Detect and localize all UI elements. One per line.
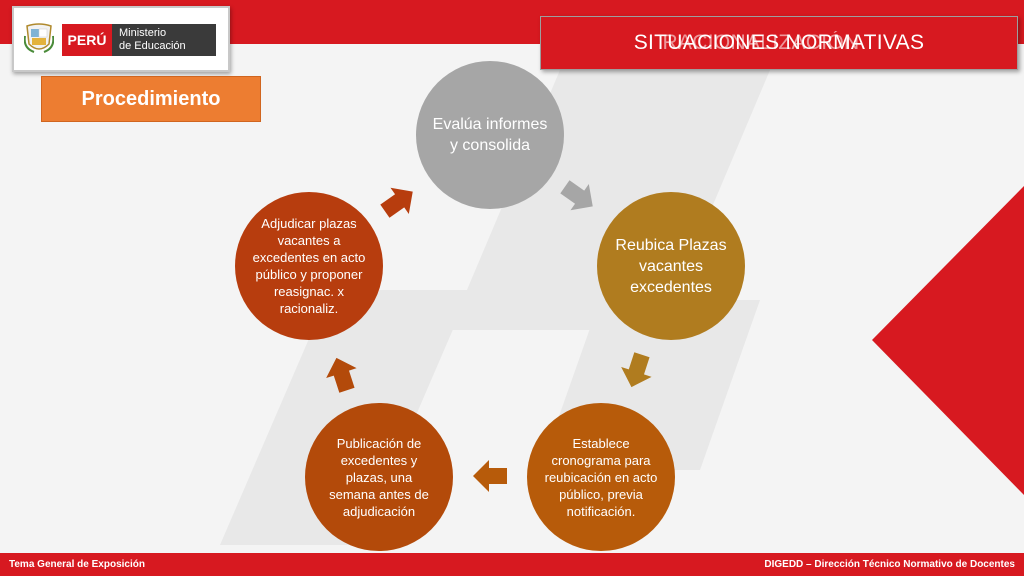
cycle-node-5: Adjudicar plazas vacantes a excedentes e… xyxy=(235,192,383,340)
title-overlap-text: RACIONALIZACIÓN xyxy=(662,31,860,54)
ministry-line-2: de Educación xyxy=(119,40,186,52)
title-text: SITUACIONES NORMATIVAS xyxy=(633,31,925,54)
cycle-node-2: Reubica Plazas vacantes excedentes xyxy=(597,192,745,340)
cycle-node-1-text: Evalúa informes y consolida xyxy=(432,116,548,154)
arrow-2-to-3 xyxy=(621,352,652,388)
arrow-5-to-1 xyxy=(380,187,413,218)
slide-title: SITUACIONES NORMATIVAS RACIONALIZACIÓN xyxy=(540,16,1018,70)
section-label: Procedimiento xyxy=(41,76,261,122)
arrow-3-to-4 xyxy=(473,460,507,492)
arrow-1-to-2 xyxy=(560,180,593,211)
cycle-node-2-text: Reubica Plazas vacantes excedentes xyxy=(615,236,727,296)
ministry-logo: PERÚ Ministerio de Educación xyxy=(12,6,230,72)
cycle-node-3: Establece cronograma para reubicación en… xyxy=(527,403,675,551)
coat-of-arms-icon xyxy=(24,23,54,53)
cycle-node-4: Publicación de excedentes y plazas, una … xyxy=(305,403,453,551)
cycle-node-3-text: Establece cronograma para reubicación en… xyxy=(544,435,658,519)
cycle-node-1: Evalúa informes y consolida xyxy=(416,61,564,209)
footer-right-text: DIGEDD – Dirección Técnico Normativo de … xyxy=(764,559,1015,570)
cycle-node-4-text: Publicación de excedentes y plazas, una … xyxy=(329,435,429,519)
peru-badge: PERÚ xyxy=(62,24,112,56)
ministry-name: Ministerio de Educación xyxy=(112,24,216,56)
ministry-line-1: Ministerio xyxy=(119,27,167,39)
footer-bar: Tema General de Exposición DIGEDD – Dire… xyxy=(0,553,1024,576)
arrow-4-to-5 xyxy=(326,357,357,393)
cycle-node-5-text: Adjudicar plazas vacantes a excedentes e… xyxy=(252,216,366,316)
footer-left-text: Tema General de Exposición xyxy=(9,559,145,570)
